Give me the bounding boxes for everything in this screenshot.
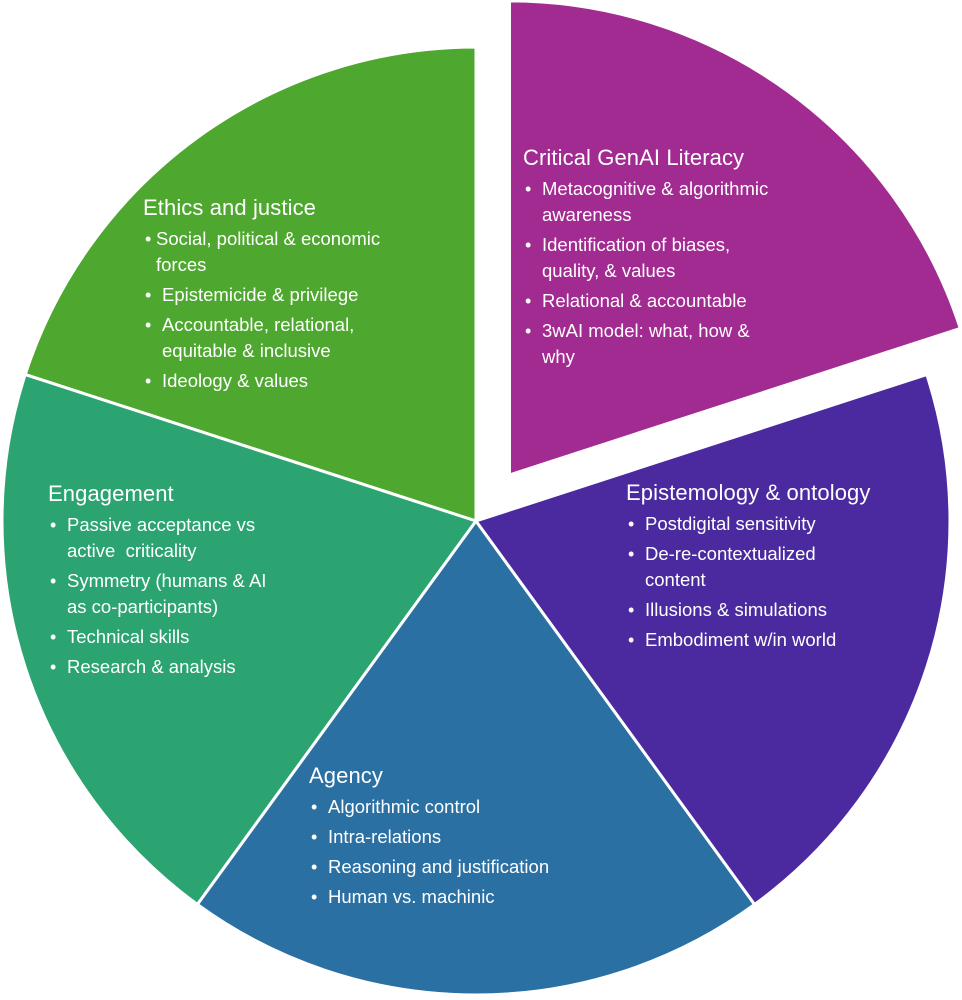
segment-title: Ethics and justice: [143, 195, 316, 220]
bullet-item: Social, political & economic forces: [143, 226, 463, 278]
bullet-text: De-re-contextualized: [645, 543, 816, 564]
bullet-item: Technical skills: [48, 624, 338, 650]
bullet-item: Passive acceptance vs active criticality: [48, 512, 338, 564]
bullet-text: Metacognitive & algorithmic: [542, 178, 769, 199]
bullet-item: Research & analysis: [48, 654, 338, 680]
bullet-item: Intra-relations: [309, 824, 629, 850]
bullet-item: Symmetry (humans & AI as co-participants…: [48, 568, 338, 620]
bullet-text: 3wAI model: what, how &: [542, 320, 750, 341]
bullet-text: Ideology & values: [162, 370, 309, 391]
panel-epistemology-ontology: Epistemology & ontology Postdigital sens…: [626, 479, 916, 657]
segment-title-line: ontology: [786, 480, 871, 505]
bullet-item: Relational & accountable: [523, 288, 853, 314]
bullet-text: content: [645, 569, 706, 590]
segment-title: Epistemology & ontology: [626, 479, 916, 507]
segment-title: Agency: [309, 763, 383, 788]
bullet-item: Accountable, relational, equitable & inc…: [143, 312, 463, 364]
bullet-text: Relational & accountable: [542, 290, 747, 311]
bullet-list: Metacognitive & algorithmic awareness Id…: [523, 176, 853, 370]
bullet-list: Passive acceptance vs active criticality…: [48, 512, 338, 680]
bullet-item: Illusions & simulations: [626, 597, 916, 623]
panel-critical-genai-literacy: Critical GenAI Literacy Metacognitive & …: [523, 144, 853, 374]
bullet-item: De-re-contextualized content: [626, 541, 916, 593]
bullet-text: quality, & values: [542, 260, 676, 281]
bullet-text: Technical skills: [67, 626, 190, 647]
bullet-text: Passive acceptance vs: [67, 514, 256, 535]
bullet-text: Social, political & economic: [156, 228, 381, 249]
bullet-item: Ideology & values: [143, 368, 463, 394]
bullet-text: Embodiment w/in world: [645, 629, 837, 650]
panel-ethics-justice: Ethics and justice Social, political & e…: [143, 194, 463, 398]
bullet-text: Illusions & simulations: [645, 599, 827, 620]
bullet-item: Metacognitive & algorithmic awareness: [523, 176, 853, 228]
bullet-text: equitable & inclusive: [162, 340, 331, 361]
bullet-list: Social, political & economic forces Epis…: [143, 226, 463, 394]
bullet-text: Intra-relations: [328, 826, 442, 847]
bullet-text: Reasoning and justification: [328, 856, 550, 877]
panel-engagement: Engagement Passive acceptance vs active …: [48, 480, 338, 684]
panel-agency: Agency Algorithmic control Intra-relatio…: [309, 762, 629, 914]
bullet-item: Human vs. machinic: [309, 884, 629, 910]
bullet-item: Epistemicide & privilege: [143, 282, 463, 308]
bullet-text: Epistemicide & privilege: [162, 284, 359, 305]
segment-title: Engagement: [48, 481, 174, 506]
bullet-list: Algorithmic control Intra-relations Reas…: [309, 794, 629, 910]
bullet-text: as co-participants): [67, 596, 219, 617]
bullet-text: Identification of biases,: [542, 234, 731, 255]
bullet-text: Postdigital sensitivity: [645, 513, 816, 534]
bullet-text: Human vs. machinic: [328, 886, 495, 907]
bullet-list: Postdigital sensitivity De-re-contextual…: [626, 511, 916, 653]
bullet-item: Algorithmic control: [309, 794, 629, 820]
bullet-text: active criticality: [67, 540, 197, 561]
segment-title: Critical GenAI Literacy: [523, 145, 745, 170]
bullet-item: 3wAI model: what, how & why: [523, 318, 853, 370]
bullet-item: Reasoning and justification: [309, 854, 629, 880]
bullet-text: awareness: [542, 204, 632, 225]
bullet-item: Embodiment w/in world: [626, 627, 916, 653]
bullet-text: Research & analysis: [67, 656, 236, 677]
bullet-text: Accountable, relational,: [162, 314, 355, 335]
bullet-text: why: [542, 346, 575, 367]
bullet-text: forces: [156, 254, 207, 275]
bullet-text: Symmetry (humans & AI: [67, 570, 267, 591]
segment-title-line: Epistemology &: [626, 480, 781, 505]
bullet-item: Identification of biases, quality, & val…: [523, 232, 853, 284]
bullet-item: Postdigital sensitivity: [626, 511, 916, 537]
bullet-text: Algorithmic control: [328, 796, 481, 817]
